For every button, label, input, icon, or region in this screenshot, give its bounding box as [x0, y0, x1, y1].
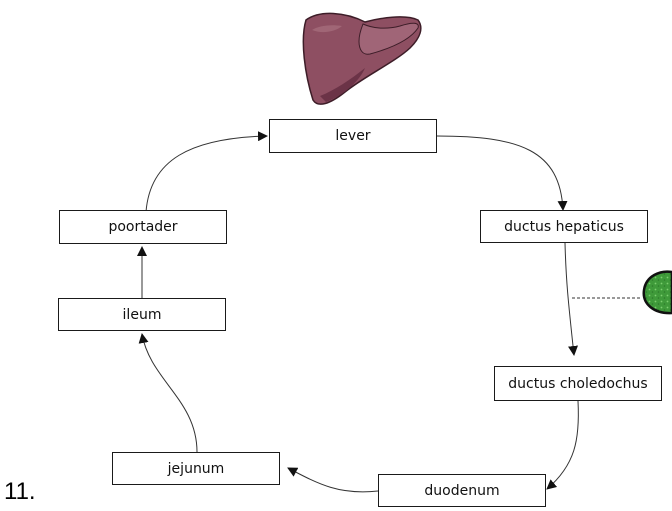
node-ductus-hepaticus: ductus hepaticus: [480, 210, 648, 243]
arrow-ductus-choledochus-to-duodenum: [546, 400, 579, 490]
node-lever: lever: [269, 119, 437, 153]
question-number: 11.: [4, 478, 36, 505]
gallbladder-icon: [642, 270, 672, 315]
node-ileum: ileum: [58, 298, 226, 331]
arrow-duodenum-to-jejunum: [287, 467, 379, 493]
node-jejunum: jejunum: [112, 452, 280, 485]
arrow-poortader-to-lever: [145, 131, 268, 213]
node-poortader: poortader: [59, 210, 227, 244]
node-duodenum: duodenum: [378, 474, 546, 507]
arrow-jejunum-to-ileum: [138, 333, 198, 453]
node-ductus-choledochus: ductus choledochus: [494, 366, 662, 401]
arrow-lever-to-ductus-hepaticus: [436, 135, 568, 211]
liver-icon: [302, 12, 422, 105]
arrow-ductus-hepaticus-to-ductus-choledochus: [564, 242, 578, 356]
